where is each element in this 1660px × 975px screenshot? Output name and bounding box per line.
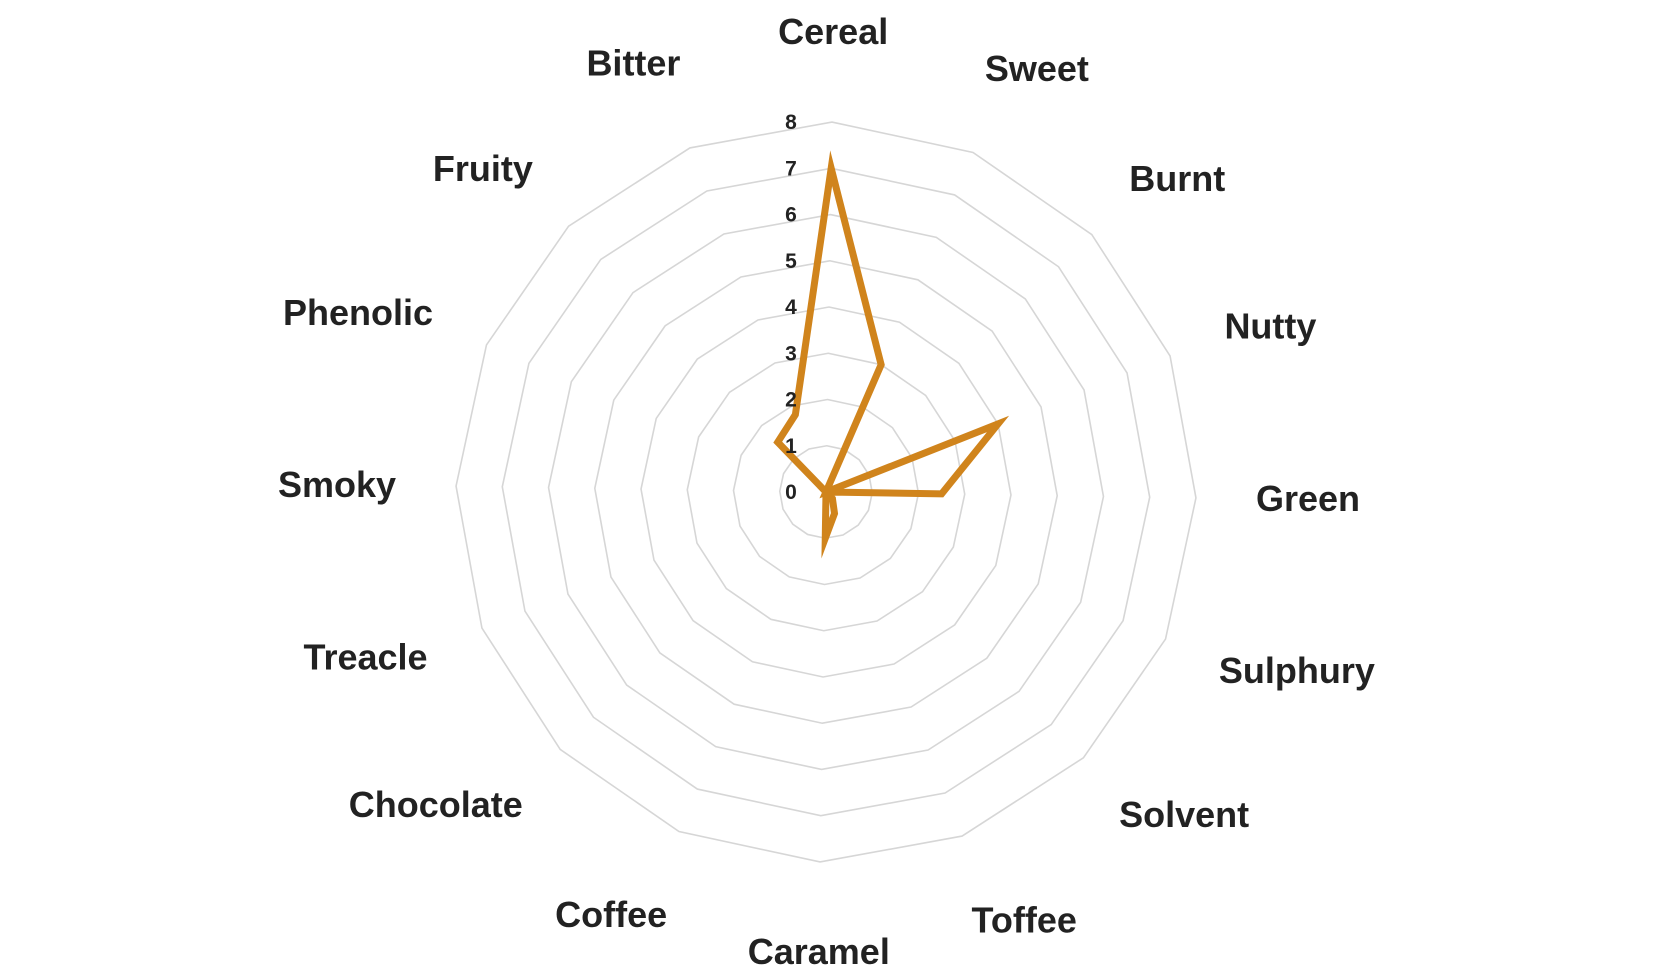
category-label-cereal: Cereal xyxy=(778,11,888,52)
series-line-0 xyxy=(773,150,1010,559)
tick-label-0: 0 xyxy=(785,481,797,504)
tick-label-2: 2 xyxy=(785,389,797,412)
category-label-burnt: Burnt xyxy=(1129,158,1225,199)
grid-ring-4 xyxy=(640,306,1012,678)
tick-label-3: 3 xyxy=(785,342,797,365)
grid-ring-5 xyxy=(593,259,1059,725)
grid-ring-8 xyxy=(455,121,1197,863)
grid-ring-7 xyxy=(501,167,1151,817)
category-label-bitter: Bitter xyxy=(586,43,680,84)
category-label-phenolic: Phenolic xyxy=(283,292,433,333)
grid-layer xyxy=(455,121,1197,863)
tick-label-7: 7 xyxy=(785,157,797,180)
tick-label-8: 8 xyxy=(785,111,797,134)
category-label-solvent: Solvent xyxy=(1119,794,1249,835)
tick-label-5: 5 xyxy=(785,250,797,273)
category-label-treacle: Treacle xyxy=(303,637,427,678)
category-label-green: Green xyxy=(1256,478,1360,519)
category-label-toffee: Toffee xyxy=(972,899,1077,940)
grid-ring-2 xyxy=(732,398,920,586)
category-labels: CerealSweetBurntNuttyGreenSulphurySolven… xyxy=(278,11,1375,972)
grid-ring-3 xyxy=(686,352,966,632)
category-label-coffee: Coffee xyxy=(555,894,667,935)
tick-label-1: 1 xyxy=(785,435,797,458)
series-layer xyxy=(773,150,1010,559)
grid-ring-6 xyxy=(547,213,1105,771)
category-label-sweet: Sweet xyxy=(985,48,1089,89)
category-label-smoky: Smoky xyxy=(278,464,396,505)
tick-label-4: 4 xyxy=(785,296,797,319)
category-label-chocolate: Chocolate xyxy=(349,784,523,825)
tick-label-6: 6 xyxy=(785,204,797,227)
category-label-fruity: Fruity xyxy=(433,148,533,189)
category-label-nutty: Nutty xyxy=(1224,305,1316,346)
category-label-caramel: Caramel xyxy=(748,931,890,972)
category-label-sulphury: Sulphury xyxy=(1219,650,1375,691)
tick-labels: 0 1 2 3 4 5 6 7 8 xyxy=(785,111,797,504)
